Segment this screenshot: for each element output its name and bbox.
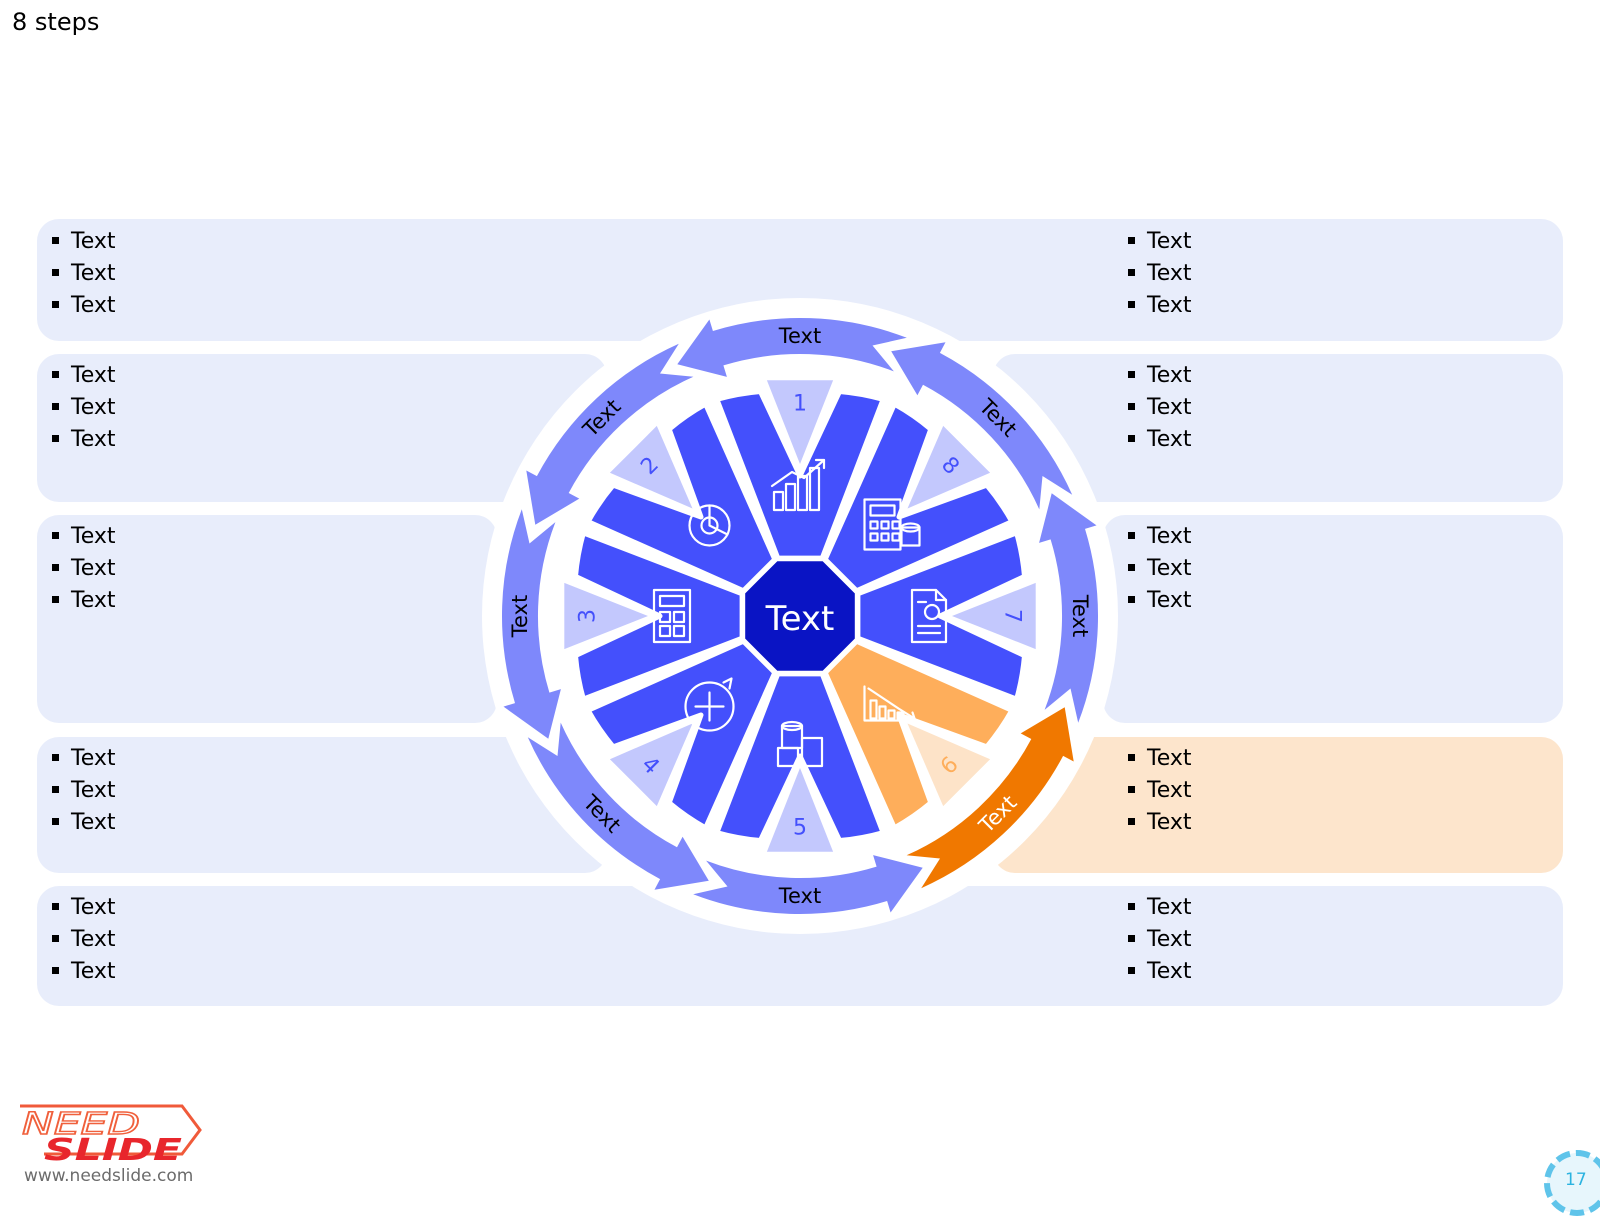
logo-text-top: NEED [22,1107,140,1142]
report-document-icon [910,588,948,644]
step-number-7: 7 [1000,609,1025,623]
bullet-item: Text [1128,892,1192,924]
bullet-list-row1-left: Text Text Text [52,360,116,456]
step-segment-1 [714,389,886,561]
bullet-item: Text [52,743,116,775]
bullet-item: Text [52,892,116,924]
step-arrow-4 [527,722,709,890]
pie-chart-icon [688,504,731,547]
bullet-item: Text [52,585,116,617]
bullet-list-bottom-right: Text Text Text [1128,892,1192,988]
plus-circle-icon [684,677,735,732]
tax-calculator-icon [863,498,921,551]
step-number-tab-6 [907,723,991,807]
step-number-tab-5 [766,768,834,852]
step-number-5: 5 [793,816,807,841]
step-number-tab-1 [766,380,834,464]
bullet-list-top-left: Text Text Text [52,226,116,322]
growth-chart-icon [770,458,826,512]
bullet-item: Text [52,258,116,290]
bullet-list-row3-right: Text Text Text [1128,743,1192,839]
bullet-item: Text [52,956,116,988]
panel-right-row1 [993,354,1563,502]
bullet-list-row3-left: Text Text Text [52,743,116,839]
step-arrow-2 [526,343,694,525]
bullet-item: Text [52,392,116,424]
step-segment-3 [573,530,745,702]
bullet-item: Text [52,226,116,258]
bullet-item: Text [52,360,116,392]
bullet-item: Text [52,924,116,956]
page-number: 17 [1565,1170,1587,1190]
step-number-tab-3 [564,582,648,650]
step-arrow-label-1: Text [778,324,821,348]
bullet-item: Text [52,807,116,839]
step-number-tab-4 [609,723,693,807]
bullet-list-row2-right: Text Text Text [1128,521,1192,617]
step-number-1: 1 [793,392,807,417]
bullet-item: Text [1128,360,1192,392]
bullet-item: Text [1128,424,1192,456]
step-arrow-label-7: Text [1068,594,1092,637]
coin-stack-icon [776,720,824,768]
panel-left-row2 [37,515,497,723]
bullet-item: Text [1128,743,1192,775]
bullet-item: Text [1128,956,1192,988]
bullet-list-bottom-left: Text Text Text [52,892,116,988]
bullet-item: Text [1128,226,1192,258]
decline-chart-icon [863,685,918,722]
step-number-tab-2 [609,425,693,509]
bullet-item: Text [52,424,116,456]
step-arrow-label-5: Text [778,884,821,908]
bullet-item: Text [1128,290,1192,322]
step-arrow-7 [1039,493,1099,723]
step-number-tab-8 [907,425,991,509]
step-arrow-1 [677,317,907,377]
bullet-item: Text [52,521,116,553]
step-segment-4 [585,638,778,831]
step-segment-8 [822,401,1015,594]
panel-left-row1 [37,354,607,502]
bullet-item: Text [1128,585,1192,617]
step-segment-5 [714,671,886,843]
bullet-item: Text [1128,521,1192,553]
bullet-item: Text [1128,553,1192,585]
step-number-tab-7 [952,582,1036,650]
panel-right-row3-highlighted [993,737,1563,873]
bullet-item: Text [52,775,116,807]
bullet-item: Text [1128,924,1192,956]
bullet-item: Text [52,290,116,322]
panel-right-row2 [1103,515,1563,723]
wheel-center-label: Text [765,599,835,639]
calculator-icon [652,588,692,644]
logo-text-bottom: SLIDE [44,1133,183,1164]
step-segment-7 [855,530,1027,702]
step-segment-2 [585,401,778,594]
step-number-3: 3 [576,609,601,623]
step-arrow-8 [891,342,1073,510]
bullet-item: Text [1128,807,1192,839]
step-arrow-3 [501,509,561,739]
bullet-list-row2-left: Text Text Text [52,521,116,617]
logo-url: www.needslide.com [24,1166,194,1186]
step-arrow-6 [906,707,1074,889]
bullet-item: Text [1128,258,1192,290]
needslide-logo: NEED SLIDE [20,1104,202,1164]
bullet-item: Text [52,553,116,585]
slide-title: 8 steps [12,8,100,36]
step-arrow-label-3: Text [508,595,532,638]
step-arrow-5 [693,855,923,915]
wheel-center-octagon [740,556,860,676]
panel-left-row3 [37,737,607,873]
bullet-list-top-right: Text Text Text [1128,226,1192,322]
bullet-item: Text [1128,775,1192,807]
bullet-list-row1-right: Text Text Text [1128,360,1192,456]
step-segment-6 [822,638,1015,831]
bullet-item: Text [1128,392,1192,424]
